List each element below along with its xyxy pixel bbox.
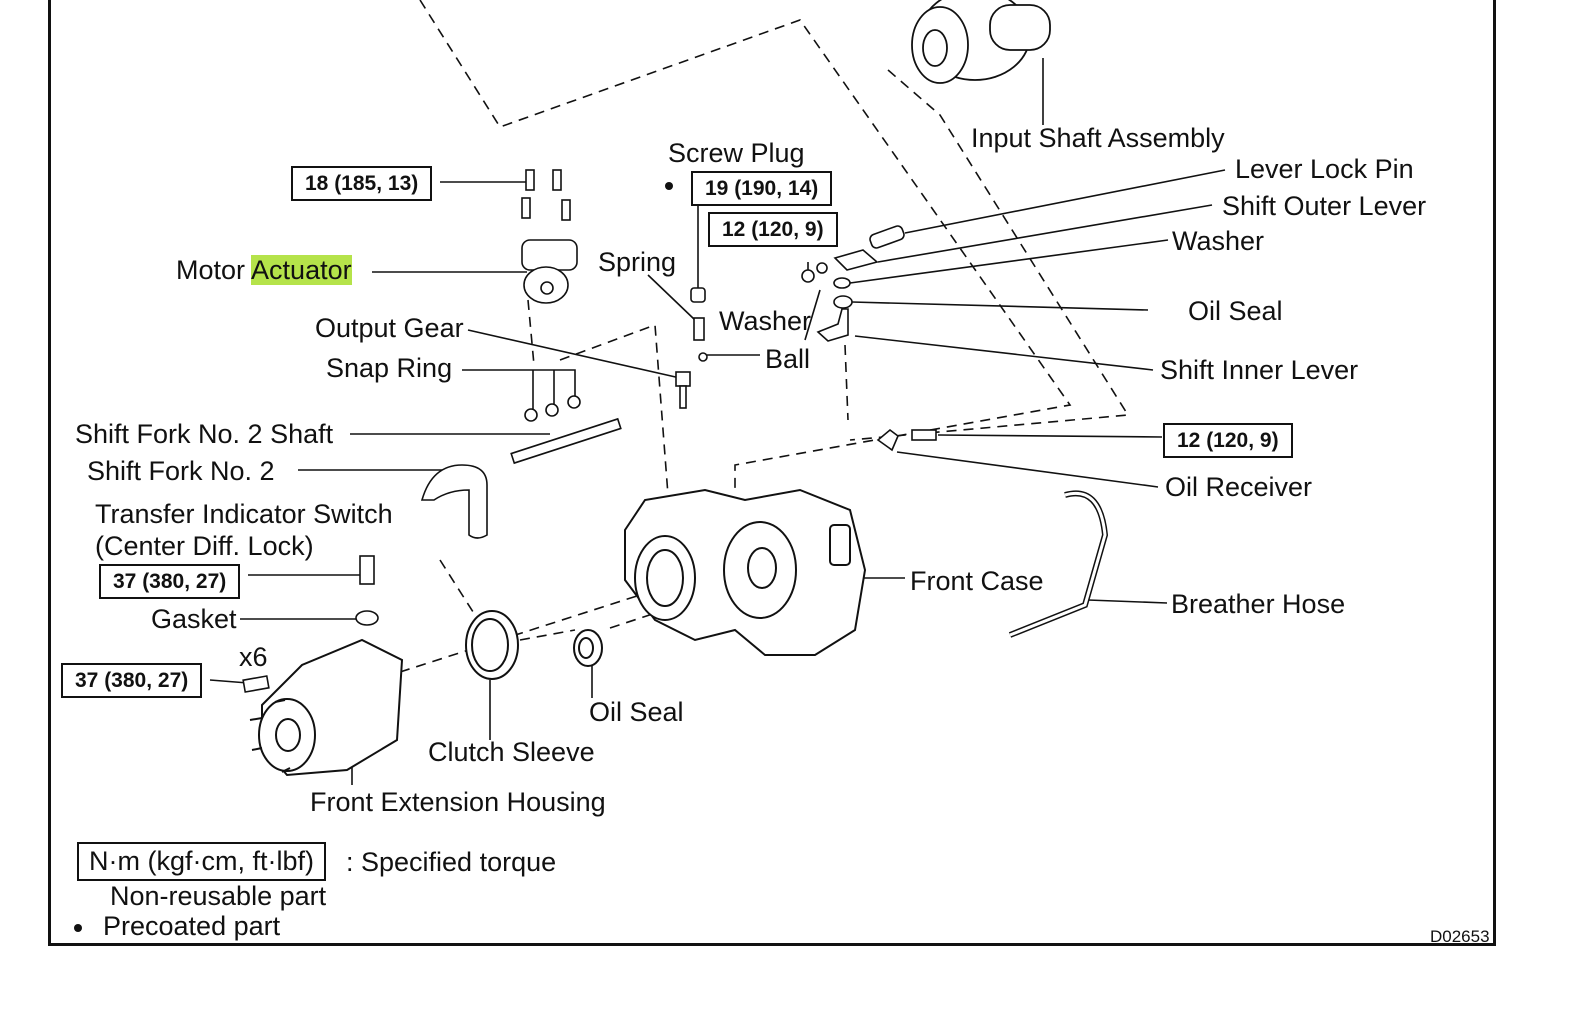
figure-code: D02653	[1430, 927, 1490, 946]
torque-indicator-switch: 37 (380, 27)	[99, 564, 241, 599]
label-screw-plug: Screw Plug	[668, 138, 805, 168]
input-shaft-part	[911, 0, 1051, 84]
label-clutch-sleeve: Clutch Sleeve	[428, 737, 595, 767]
actuator-part	[521, 169, 578, 304]
legend-non-reusable: Non-reusable part	[110, 881, 327, 911]
torque-shift-lever-nut: 12 (120, 9)	[708, 212, 838, 247]
label-oil-seal-bottom: Oil Seal	[589, 697, 684, 727]
label-oil-receiver: Oil Receiver	[1165, 472, 1313, 502]
label-front-case: Front Case	[910, 566, 1044, 596]
label-washer-mid: Washer	[719, 306, 812, 336]
label-output-gear: Output Gear	[315, 313, 464, 343]
label-transfer-indicator-switch: Transfer Indicator Switch	[95, 499, 393, 529]
label-shift-outer-lever: Shift Outer Lever	[1222, 191, 1427, 221]
legend-precoated: Precoated part	[103, 911, 281, 941]
label-ball: Ball	[765, 344, 811, 374]
assembly-dashed-lines	[399, 0, 1130, 673]
torque-extension-housing-bolts: 37 (380, 27)	[61, 663, 203, 698]
label-x6: x6	[239, 642, 268, 672]
legend-torque-desc: : Specified torque	[346, 847, 557, 877]
label-gasket: Gasket	[151, 604, 237, 634]
extension-housing-part	[249, 638, 404, 777]
label-input-shaft-assembly: Input Shaft Assembly	[971, 123, 1225, 153]
label-shift-fork-no2-shaft: Shift Fork No. 2 Shaft	[75, 419, 334, 449]
front-case-part	[624, 488, 867, 656]
label-front-extension-housing: Front Extension Housing	[310, 787, 606, 817]
label-shift-inner-lever: Shift Inner Lever	[1160, 355, 1359, 385]
torque-oil-receiver-bolt: 12 (120, 9)	[1163, 423, 1293, 458]
label-center-diff-lock: (Center Diff. Lock)	[95, 531, 314, 561]
label-lever-lock-pin: Lever Lock Pin	[1235, 154, 1414, 184]
label-motor-actuator: Motor Actuator	[176, 255, 352, 285]
label-shift-fork-no2: Shift Fork No. 2	[87, 456, 275, 486]
label-motor: Motor	[176, 255, 246, 285]
torque-actuator-bolts: 18 (185, 13)	[291, 166, 433, 201]
label-spring: Spring	[598, 247, 677, 277]
label-oil-seal-right: Oil Seal	[1188, 296, 1283, 326]
diagram-frame	[48, 0, 1496, 946]
clutch-sleeve-and-seal	[465, 610, 603, 680]
label-actuator-highlighted: Actuator	[251, 255, 352, 285]
label-washer-right: Washer	[1172, 226, 1265, 256]
label-snap-ring: Snap Ring	[326, 353, 453, 383]
precoated-dot-screw-plug	[665, 182, 673, 190]
torque-screw-plug: 19 (190, 14)	[691, 171, 833, 206]
legend-torque-unit: N·m (kgf·cm, ft·lbf)	[77, 842, 326, 881]
label-breather-hose: Breather Hose	[1171, 589, 1346, 619]
small-parts	[242, 225, 1109, 693]
legend-precoated-dot	[74, 924, 82, 932]
